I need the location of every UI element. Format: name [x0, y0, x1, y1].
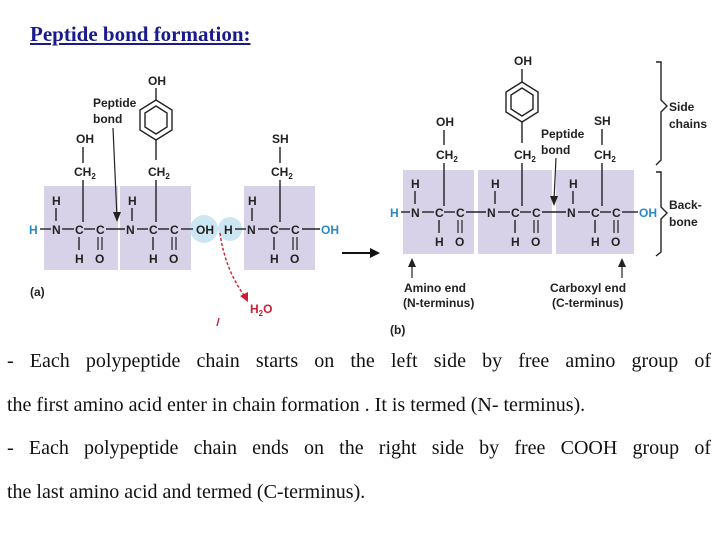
- amino-acid-1-box: [44, 186, 118, 270]
- backbone-brace-icon: [655, 171, 668, 257]
- svg-text:C: C: [170, 223, 179, 237]
- svg-text:C: C: [532, 206, 541, 220]
- paragraph-2-line-2: the last amino acid and termed (C-termin…: [7, 480, 366, 503]
- svg-text:H: H: [511, 235, 520, 249]
- svg-text:O: O: [611, 235, 620, 249]
- svg-text:OH: OH: [436, 115, 454, 129]
- panel-b-label: (b): [390, 323, 405, 337]
- svg-text:C: C: [612, 206, 621, 220]
- oh-atom: OH: [76, 132, 94, 146]
- svg-text:C: C: [96, 223, 105, 237]
- svg-text:SH: SH: [594, 114, 611, 128]
- panel-a: OH CH2 H N H C C H O OH CH2 H N C C: [29, 74, 339, 327]
- svg-text:N: N: [52, 223, 61, 237]
- peptide-bond-label-b1: Peptide: [541, 127, 585, 141]
- peptide-bond-diagram: OH CH2 H N H C C H O OH CH2 H N C C: [29, 54, 707, 337]
- panel-a-label: (a): [30, 285, 45, 299]
- svg-text:O: O: [531, 235, 540, 249]
- svg-text:CH2: CH2: [148, 165, 170, 181]
- svg-text:C: C: [291, 223, 300, 237]
- residue-2-box: [478, 170, 552, 254]
- svg-text:H: H: [569, 177, 578, 191]
- svg-text:H: H: [435, 235, 444, 249]
- svg-text:OH: OH: [639, 206, 657, 220]
- svg-text:N: N: [411, 206, 420, 220]
- svg-text:C: C: [149, 223, 158, 237]
- paragraph-2-line-1: - Each polypeptide chain ends on the rig…: [7, 437, 711, 459]
- residue-1-box: [403, 170, 474, 254]
- backbone-label-1: Back-: [669, 198, 702, 212]
- svg-text:C: C: [591, 206, 600, 220]
- svg-text:C: C: [75, 223, 84, 237]
- svg-text:H: H: [491, 177, 500, 191]
- ch2-atom: CH2: [74, 165, 96, 181]
- svg-text:CH2: CH2: [436, 148, 458, 164]
- svg-text:N: N: [487, 206, 496, 220]
- oh-atom-tyr: OH: [148, 74, 166, 88]
- svg-text:OH: OH: [196, 223, 214, 237]
- svg-text:H: H: [29, 223, 38, 237]
- svg-text:O: O: [169, 252, 178, 266]
- svg-text:H: H: [224, 223, 233, 237]
- svg-text:H: H: [149, 252, 158, 266]
- svg-text:O: O: [290, 252, 299, 266]
- svg-text:CH2: CH2: [594, 148, 616, 164]
- svg-text:N: N: [126, 223, 135, 237]
- water-label: H2O: [250, 302, 272, 318]
- svg-text:O: O: [95, 252, 104, 266]
- explanation-text: - Each polypeptide chain starts on the l…: [7, 340, 711, 514]
- svg-text:C: C: [511, 206, 520, 220]
- water-release-arrow-icon: [219, 232, 247, 299]
- svg-text:N: N: [247, 223, 256, 237]
- svg-text:H: H: [75, 252, 84, 266]
- svg-text:H: H: [591, 235, 600, 249]
- oh-bubble: [190, 215, 218, 243]
- peptide-bond-label-a1: Peptide: [93, 96, 137, 110]
- svg-text:H: H: [128, 194, 137, 208]
- svg-text:O: O: [455, 235, 464, 249]
- carboxyl-end-label-2: (C-terminus): [552, 296, 623, 310]
- amino-end-label-1: Amino end: [404, 281, 466, 295]
- svg-text:C: C: [270, 223, 279, 237]
- peptide-bond-arrow-icon: [112, 127, 118, 219]
- side-chains-label-1: Side: [669, 100, 695, 114]
- h-bubble: [218, 217, 242, 241]
- svg-text:H: H: [411, 177, 420, 191]
- side-chains-brace-icon: [655, 61, 668, 166]
- svg-text:CH2: CH2: [271, 165, 293, 181]
- svg-text:N: N: [567, 206, 576, 220]
- paragraph-1-line-2: the first amino acid enter in chain form…: [7, 393, 586, 416]
- svg-text:H: H: [270, 252, 279, 266]
- peptide-bond-label-b2: bond: [541, 143, 570, 157]
- side-chains-label-2: chains: [669, 117, 707, 131]
- svg-text:H: H: [390, 206, 399, 220]
- peptide-bond-label-a2: bond: [93, 112, 122, 126]
- sh-atom: SH: [272, 132, 289, 146]
- svg-text:H: H: [52, 194, 61, 208]
- svg-text:OH: OH: [514, 54, 532, 68]
- svg-text:C: C: [435, 206, 444, 220]
- svg-text:CH2: CH2: [514, 148, 536, 164]
- backbone-label-2: bone: [669, 215, 698, 229]
- panel-b: OH CH2 H N H C C H O OH CH2 H N C C: [390, 54, 707, 337]
- carboxyl-end-label-1: Carboxyl end: [550, 281, 626, 295]
- paragraph-1-line-1: - Each polypeptide chain starts on the l…: [7, 350, 711, 372]
- svg-text:C: C: [456, 206, 465, 220]
- page-title: Peptide bond formation:: [30, 22, 251, 46]
- residue-3-box: [556, 170, 634, 254]
- amino-end-label-2: (N-terminus): [403, 296, 474, 310]
- svg-text:OH: OH: [321, 223, 339, 237]
- peptide-bond-b-arrow-icon: [553, 157, 557, 201]
- svg-text:H: H: [248, 194, 257, 208]
